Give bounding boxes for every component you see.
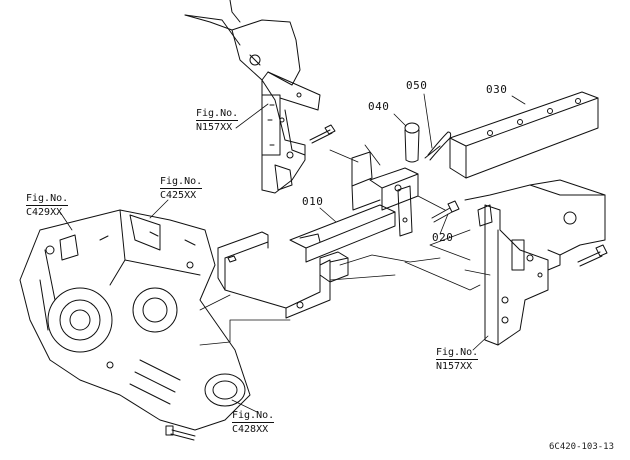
fig-ref-c425xx: Fig.No. C425XX	[160, 176, 203, 201]
bolt-right	[577, 244, 608, 267]
bolt-bottom	[165, 425, 196, 441]
fig-ref-c428xx: Fig.No. C428XX	[232, 410, 275, 435]
transmission-housing	[19, 209, 251, 431]
top-frame-bracket	[184, 0, 321, 194]
fig-ref-c429-line1: Fig.No.	[26, 193, 69, 204]
fig-ref-c429xx: Fig.No. C429XX	[26, 193, 69, 218]
bar-030	[449, 91, 599, 179]
part-label-010: 010	[302, 195, 324, 208]
fig-ref-top-n157xx: Fig.No. N157XX	[196, 108, 239, 133]
fig-ref-c428-line1: Fig.No.	[232, 410, 275, 421]
part-label-030: 030	[486, 83, 508, 96]
leader-lines	[59, 93, 526, 413]
pin-040	[404, 122, 420, 163]
clip-050	[424, 131, 452, 161]
assembly-guide-lines	[199, 144, 491, 346]
fig-ref-top-line2: N157XX	[196, 120, 239, 133]
fig-ref-c428-line2: C428XX	[232, 422, 275, 435]
part-label-050: 050	[406, 79, 428, 92]
right-frame-bracket	[464, 179, 606, 346]
fig-ref-c425-line1: Fig.No.	[160, 176, 203, 187]
drawbar-010	[217, 151, 419, 319]
fig-ref-c425-line2: C425XX	[160, 188, 203, 201]
bolt-top	[309, 124, 336, 144]
fig-ref-right-line2: N157XX	[436, 359, 479, 372]
fig-ref-c429-line2: C429XX	[26, 205, 69, 218]
fig-ref-right-line1: Fig.No.	[436, 347, 479, 358]
part-label-040: 040	[368, 100, 390, 113]
drawing-code: 6C420-103-13	[549, 442, 615, 452]
bolt-020	[431, 200, 460, 223]
fig-ref-right-n157xx: Fig.No. N157XX	[436, 347, 479, 372]
fig-ref-top-line1: Fig.No.	[196, 108, 239, 119]
part-label-020: 020	[432, 231, 454, 244]
